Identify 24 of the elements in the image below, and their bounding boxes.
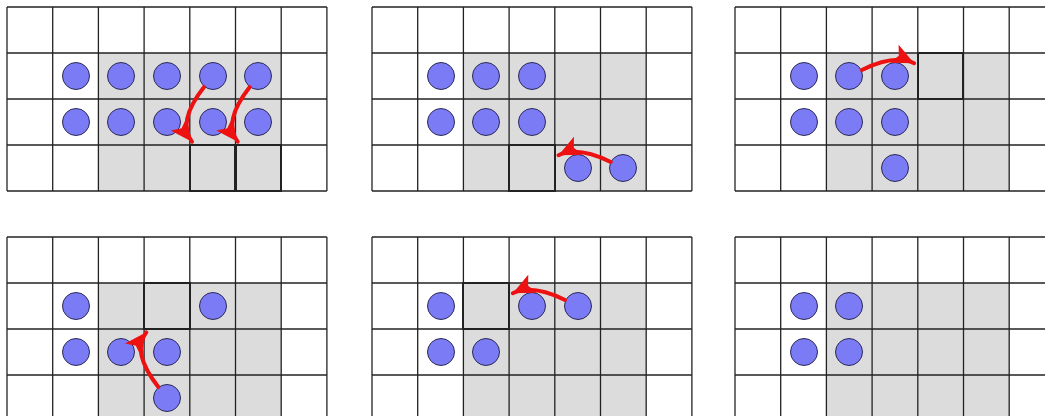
move-arrow xyxy=(125,330,161,389)
peg-circle xyxy=(426,108,455,136)
board-cell xyxy=(234,144,283,192)
peg-circle xyxy=(789,62,818,90)
move-arrow xyxy=(217,85,252,144)
peg-circle xyxy=(789,108,818,136)
move-arrow xyxy=(556,137,613,164)
board-cell xyxy=(916,52,965,100)
peg-circle xyxy=(426,338,455,366)
peg-circle xyxy=(789,292,818,320)
peg-circle xyxy=(789,338,818,366)
peg-circle xyxy=(61,338,90,366)
peg-circle xyxy=(426,292,455,320)
board-cell xyxy=(462,282,511,330)
move-arrow xyxy=(859,45,917,72)
move-arrow xyxy=(510,275,568,302)
board-cell xyxy=(188,144,237,192)
peg-circle xyxy=(61,108,90,136)
peg-circle xyxy=(426,62,455,90)
board-cell xyxy=(508,144,556,192)
move-arrow xyxy=(171,85,206,144)
peg-circle xyxy=(61,62,90,90)
board-cell xyxy=(143,282,191,330)
peg-circle xyxy=(61,292,90,320)
